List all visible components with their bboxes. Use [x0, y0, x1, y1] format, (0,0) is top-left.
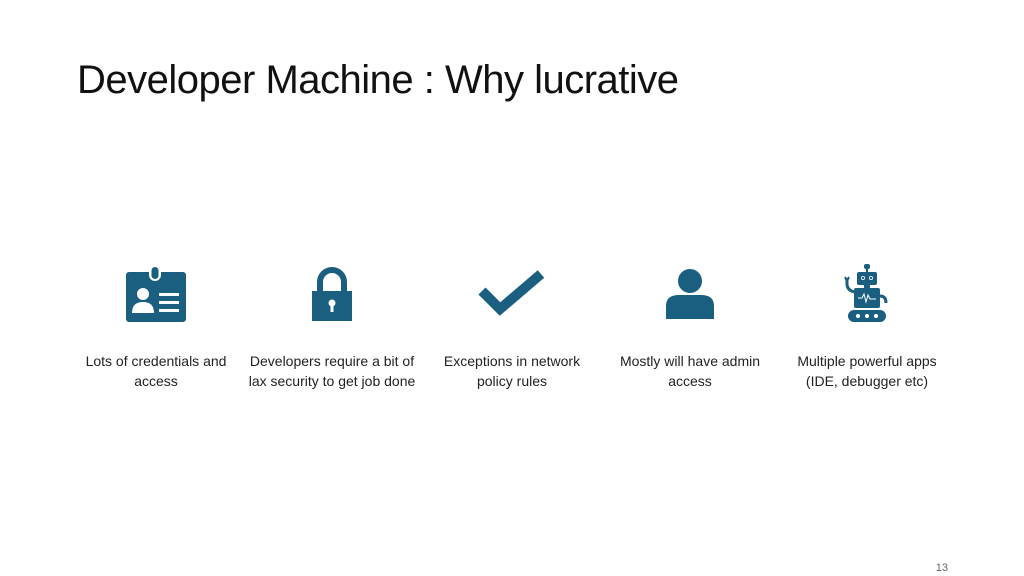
item-label: Mostly will have admin access	[619, 353, 761, 389]
item-label: Lots of credentials and access	[85, 353, 227, 389]
item-lax-security: Developers require a bit of lax security…	[242, 262, 422, 391]
page-number: 13	[935, 562, 948, 574]
item-network-exceptions: Exceptions in network policy rules	[422, 262, 602, 391]
checkmark-icon	[478, 270, 545, 316]
slide-title: Developer Machine : Why lucrative	[77, 58, 679, 102]
robot-icon	[844, 264, 888, 322]
person-icon	[666, 269, 714, 319]
item-powerful-apps: Multiple powerful apps (IDE, debugger et…	[777, 262, 957, 391]
item-label: Exceptions in network policy rules	[443, 353, 581, 389]
id-badge-icon	[126, 265, 186, 322]
item-credentials: Lots of credentials and access	[66, 262, 246, 391]
item-label: Multiple powerful apps (IDE, debugger et…	[797, 353, 937, 389]
item-label: Developers require a bit of lax security…	[248, 353, 416, 389]
lock-icon	[312, 267, 352, 321]
item-admin-access: Mostly will have admin access	[600, 262, 780, 391]
